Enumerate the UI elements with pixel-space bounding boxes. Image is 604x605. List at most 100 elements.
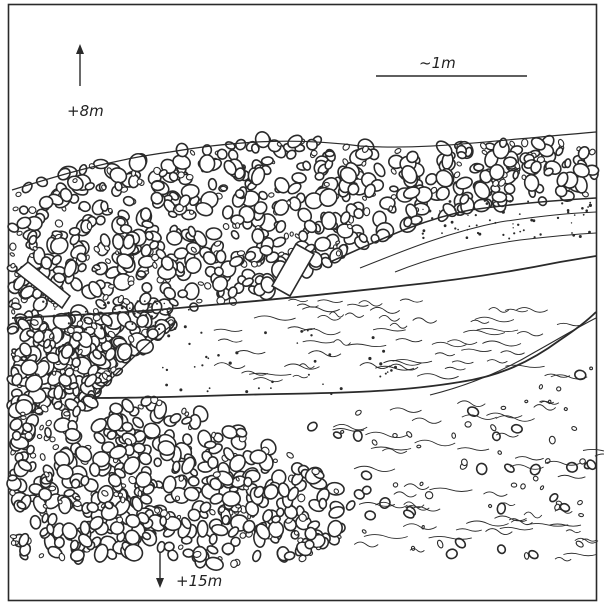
gravel-clast [147,328,159,339]
gravel-clast [222,223,230,231]
gravel-clast [15,192,21,198]
silt-lamina [417,374,458,379]
gravel-clast [268,192,274,197]
gravel-clast [419,482,423,487]
gravel-clast [21,416,27,420]
gravel-clast [196,299,202,303]
sand-dot [454,227,456,229]
bottom-marker-label: +15m [176,572,222,590]
sand-dot [42,301,44,303]
sand-dot [129,307,131,309]
gravel-clast [479,142,487,150]
sand-dot [194,366,196,368]
sand-dot [574,214,576,216]
gravel-clast [360,470,372,481]
gravel-clast [50,437,55,442]
gravel-clast [575,540,584,548]
gravel-clast [488,504,492,508]
sand-dot [258,387,260,389]
gravel-clast [476,463,488,476]
silt-lamina [524,512,542,518]
sand-dot [68,322,70,324]
sand-dot [188,343,190,345]
gravel-clast [141,208,151,221]
gravel-clast [540,485,545,490]
gravel-clast [208,178,217,190]
gravel-clast [199,155,215,173]
gravel-clast [532,475,539,482]
scale-bar: ~1m [376,54,527,76]
sand-dot [270,387,272,389]
sand-dot [328,353,331,356]
sand-dot [457,229,459,231]
sand-dot [144,300,146,302]
gravel-clast [492,431,501,441]
silt-lamina [461,349,491,352]
gravel-clast [100,201,108,212]
sand-dot [110,325,112,327]
silt-lamina [457,401,485,407]
silt-lamina [396,339,422,342]
gravel-clast [490,164,505,180]
sand-dot [467,215,468,216]
gravel-clast [186,174,193,180]
sand-dot [517,224,519,226]
sand-dot [174,327,177,330]
sand-dot [422,209,423,210]
sand-dot [571,222,572,223]
gravel-clast [8,475,17,481]
sand-dot [154,300,157,303]
sand-dot [322,383,324,385]
silt-lamina [347,344,386,347]
silt-lamina [466,521,508,526]
gravel-clast [473,199,490,213]
sand-dot [103,304,105,306]
silt-lamina [471,320,489,323]
gravel-clast [456,161,462,167]
gravel-clast [109,209,113,213]
sand-dot [148,305,150,307]
gravel-clast [152,254,159,261]
gravel-clast [364,510,376,520]
sand-dot [419,221,421,223]
silt-lamina [445,367,466,370]
sand-dot [379,376,381,378]
sand-dot [390,369,393,372]
gravel-clast [172,461,180,472]
gravel-clast [52,371,55,375]
gravel-clast [40,453,46,461]
silt-lamina [415,440,456,446]
gravel-clast [525,400,529,403]
sand-dot [137,300,139,302]
gravel-clast [557,139,564,148]
gravel-clast [322,212,336,229]
sand-dot [158,328,160,330]
sand-dot [523,229,525,231]
sand-lens-middle-boundary [360,212,596,268]
gravel-clast [235,223,239,229]
sand-dot [484,200,486,202]
gravel-clast [520,483,526,489]
gravel-clast [109,285,115,289]
sand-dot [297,342,299,344]
sand-dot [512,223,513,224]
gravel-clast [52,444,59,451]
gravel-clast [37,434,42,439]
sand-dot [300,330,303,333]
silt-lamina [486,413,522,418]
sand-dot [579,235,582,238]
gravel-clast [69,227,80,235]
gravel-clast [140,281,153,294]
silt-lamina [517,332,543,336]
gravel-clast [251,550,262,563]
sand-dot [205,356,207,358]
gravel-clast [481,150,487,156]
gravel-clast [11,302,22,310]
gravel-clast [178,290,188,298]
gravel-clast [389,206,393,212]
gravel-clast [19,205,29,215]
gravel-clast [87,222,92,229]
sand-dot [469,225,471,227]
silt-lamina [354,466,395,471]
gravel-clast [555,146,565,156]
